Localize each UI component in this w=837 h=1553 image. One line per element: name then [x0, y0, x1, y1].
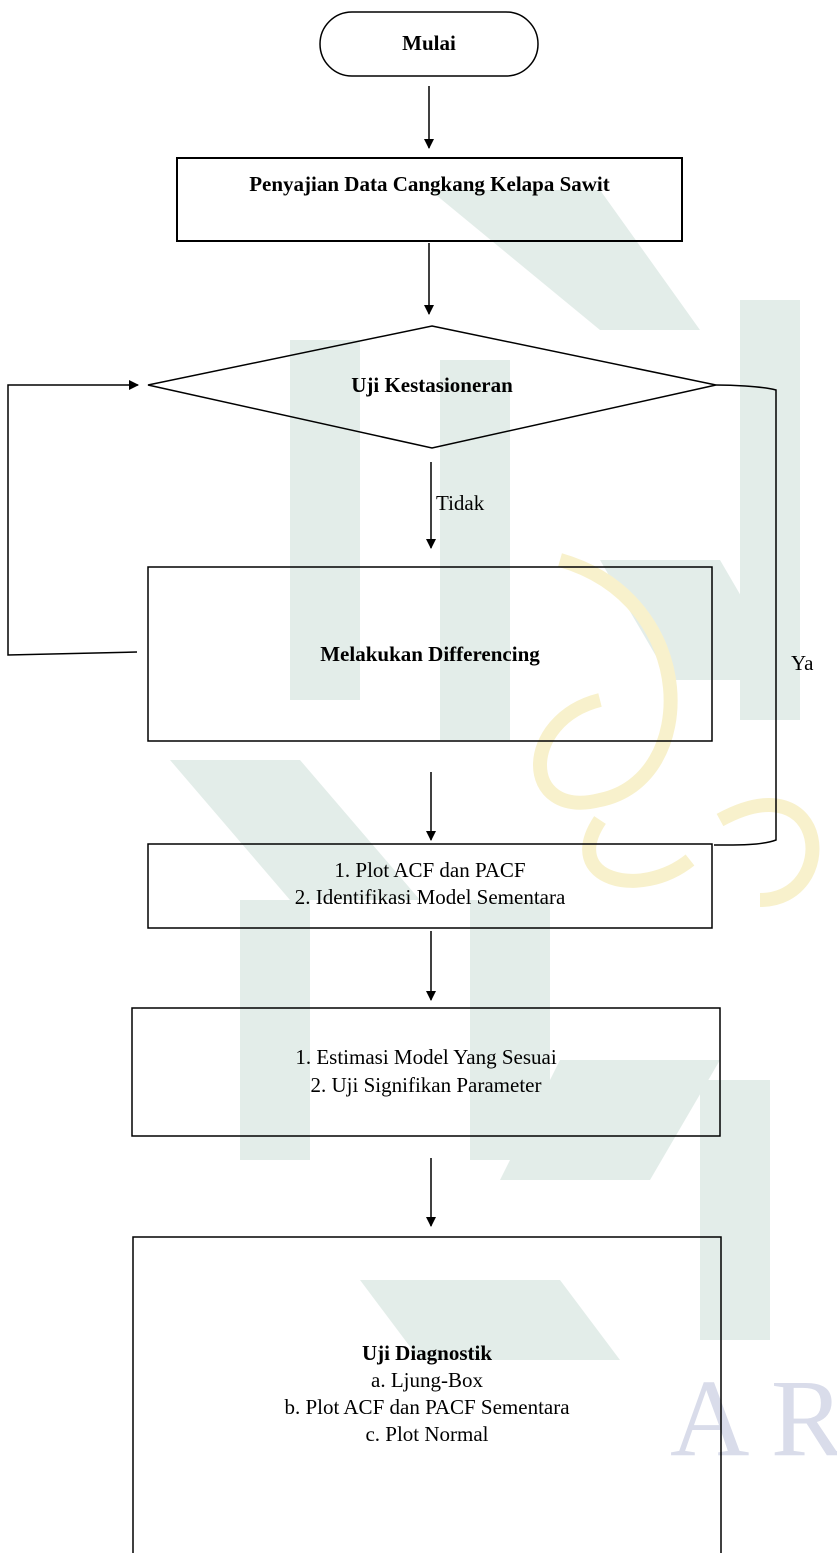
- no-branch-label: Tidak: [436, 491, 485, 515]
- estimate-line-2: 2. Uji Signifikan Parameter: [310, 1073, 542, 1097]
- loop-diff-to-decision: [7, 380, 139, 656]
- start-label: Mulai: [402, 31, 456, 55]
- diagnostic-title: Uji Diagnostik: [361, 1341, 493, 1365]
- estimate-line-1: 1. Estimasi Model Yang Sesuai: [295, 1045, 557, 1069]
- watermark-letters: A R: [670, 1357, 837, 1479]
- identify-box: [147, 843, 713, 929]
- estimate-box: [131, 1007, 721, 1137]
- decision-diamond: [147, 325, 717, 449]
- identify-line-2: 2. Identifikasi Model Sementara: [294, 885, 566, 909]
- yes-path: [713, 384, 777, 846]
- identify-line-1: 1. Plot ACF dan PACF: [334, 858, 526, 882]
- diagnostic-item-a: a. Ljung-Box: [371, 1368, 483, 1392]
- differencing-box: [147, 566, 713, 742]
- start-terminator: [319, 11, 539, 77]
- diagnostic-item-c: c. Plot Normal: [365, 1422, 489, 1446]
- yes-branch-label: Ya: [791, 651, 814, 675]
- diagnostic-box: [132, 1236, 722, 1553]
- data-step-label: Penyajian Data Cangkang Kelapa Sawit: [249, 172, 610, 196]
- diagnostic-item-b: b. Plot ACF dan PACF Sementara: [284, 1395, 570, 1419]
- data-box: [176, 157, 683, 242]
- decision-label: Uji Kestasioneran: [351, 373, 513, 397]
- differencing-label: Melakukan Differencing: [320, 642, 540, 666]
